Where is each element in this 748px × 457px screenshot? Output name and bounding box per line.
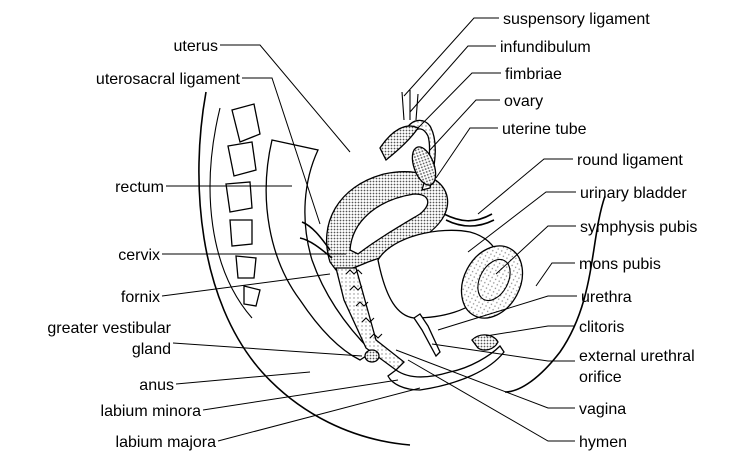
label-mons-pubis: mons pubis: [579, 256, 661, 273]
label-fimbriae: fimbriae: [505, 66, 562, 83]
label-infundibulum: infundibulum: [500, 39, 591, 56]
anatomy-drawing: [199, 90, 605, 445]
label-greater-vestibular-gland-2: gland: [132, 341, 171, 358]
label-labium-minora: labium minora: [101, 403, 202, 420]
labels-left: uterus uterosacral ligament rectum cervi…: [47, 38, 240, 451]
label-external-urethral-orifice-2: orifice: [579, 369, 622, 386]
label-suspensory-ligament: suspensory ligament: [503, 11, 650, 28]
label-hymen: hymen: [579, 434, 627, 451]
label-symphysis-pubis: symphysis pubis: [580, 219, 697, 236]
label-greater-vestibular-gland-1: greater vestibular: [47, 320, 171, 337]
label-urinary-bladder: urinary bladder: [580, 185, 687, 202]
label-fornix: fornix: [121, 289, 160, 306]
sacrum: [210, 104, 260, 318]
urethra-shape: [414, 314, 440, 356]
label-cervix: cervix: [118, 247, 160, 264]
label-clitoris: clitoris: [579, 319, 624, 336]
label-vagina: vagina: [579, 401, 626, 418]
label-labium-majora: labium majora: [116, 434, 217, 451]
label-external-urethral-orifice-1: external urethral: [579, 348, 695, 365]
label-round-ligament: round ligament: [577, 152, 683, 169]
label-uterus: uterus: [174, 38, 218, 55]
clitoris-shape: [472, 335, 498, 350]
label-ovary: ovary: [504, 93, 543, 110]
round-ligament-shape: [444, 214, 494, 226]
gland-shape: [365, 350, 379, 362]
labia-shape: [388, 346, 504, 390]
label-uterine-tube: uterine tube: [502, 121, 587, 138]
label-rectum: rectum: [115, 179, 164, 196]
label-anus: anus: [139, 377, 174, 394]
label-uterosacral-ligament: uterosacral ligament: [96, 71, 241, 88]
label-urethra: urethra: [581, 289, 632, 306]
labels-right: suspensory ligament infundibulum fimbria…: [500, 11, 697, 451]
